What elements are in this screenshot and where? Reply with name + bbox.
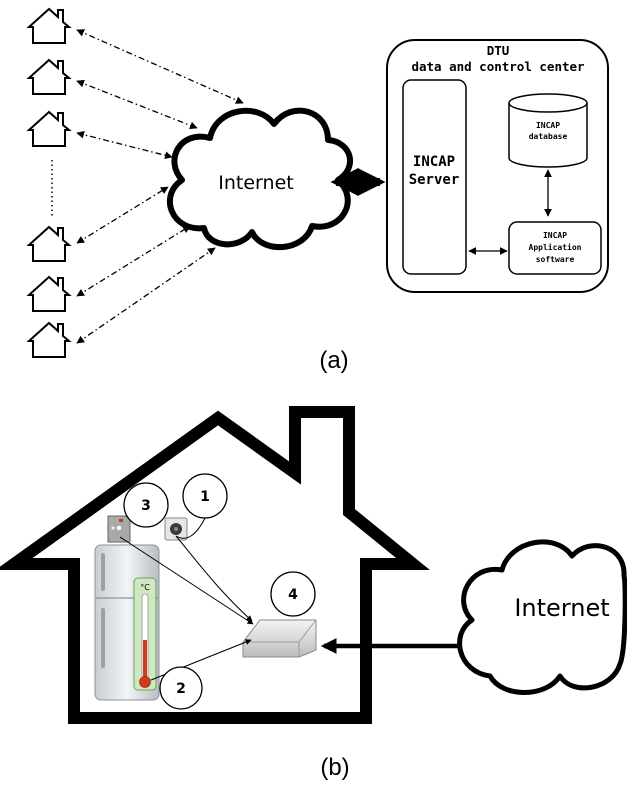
incap-database-label-1: INCAP <box>536 121 560 130</box>
internet-cloud <box>167 107 353 250</box>
marker-2: 2 <box>159 666 203 710</box>
svg-text:4: 4 <box>288 587 298 603</box>
internet-cloud-b <box>457 539 627 695</box>
house-icon <box>26 7 72 44</box>
internet-label-b: Internet <box>514 594 609 622</box>
sensor-box <box>107 515 131 543</box>
house-connections <box>76 29 244 344</box>
house-icons <box>26 7 72 358</box>
data-center-subtitle: data and control center <box>411 59 585 74</box>
house-outline <box>0 406 430 724</box>
panel-b: °C <box>0 406 627 781</box>
incap-database-label-2: database <box>529 132 568 141</box>
thermometer-unit: °C <box>140 583 150 592</box>
gateway-box <box>242 619 317 658</box>
marker-4: 4 <box>270 571 316 617</box>
house-icon <box>26 58 72 95</box>
incap-app-label-2: Application <box>529 242 582 252</box>
thermometer: °C <box>133 577 157 691</box>
caption-b: (b) <box>320 754 349 781</box>
house-icon <box>26 110 72 147</box>
incap-app-box <box>508 221 602 275</box>
marker-3: 3 <box>123 482 169 528</box>
caption-a: (a) <box>319 347 348 374</box>
incap-app-label-3: software <box>536 255 575 264</box>
svg-text:1: 1 <box>200 489 210 505</box>
internet-label: Internet <box>218 172 293 194</box>
svg-text:2: 2 <box>176 681 186 697</box>
incap-database: INCAP database <box>508 93 588 168</box>
incap-server-label-2: Server <box>409 172 460 188</box>
data-center-title: DTU <box>487 43 510 58</box>
house-icon <box>26 225 72 262</box>
incap-server-label-1: INCAP <box>413 154 455 170</box>
marker-1: 1 <box>182 473 228 519</box>
panel-a: Internet DTU data and control center INC… <box>26 7 609 374</box>
smart-plug <box>164 517 188 541</box>
incap-app-label-1: INCAP <box>543 231 567 240</box>
incap-server-box <box>402 79 467 275</box>
house-icon <box>26 275 72 312</box>
svg-text:3: 3 <box>141 498 151 514</box>
house-icon <box>26 321 72 358</box>
